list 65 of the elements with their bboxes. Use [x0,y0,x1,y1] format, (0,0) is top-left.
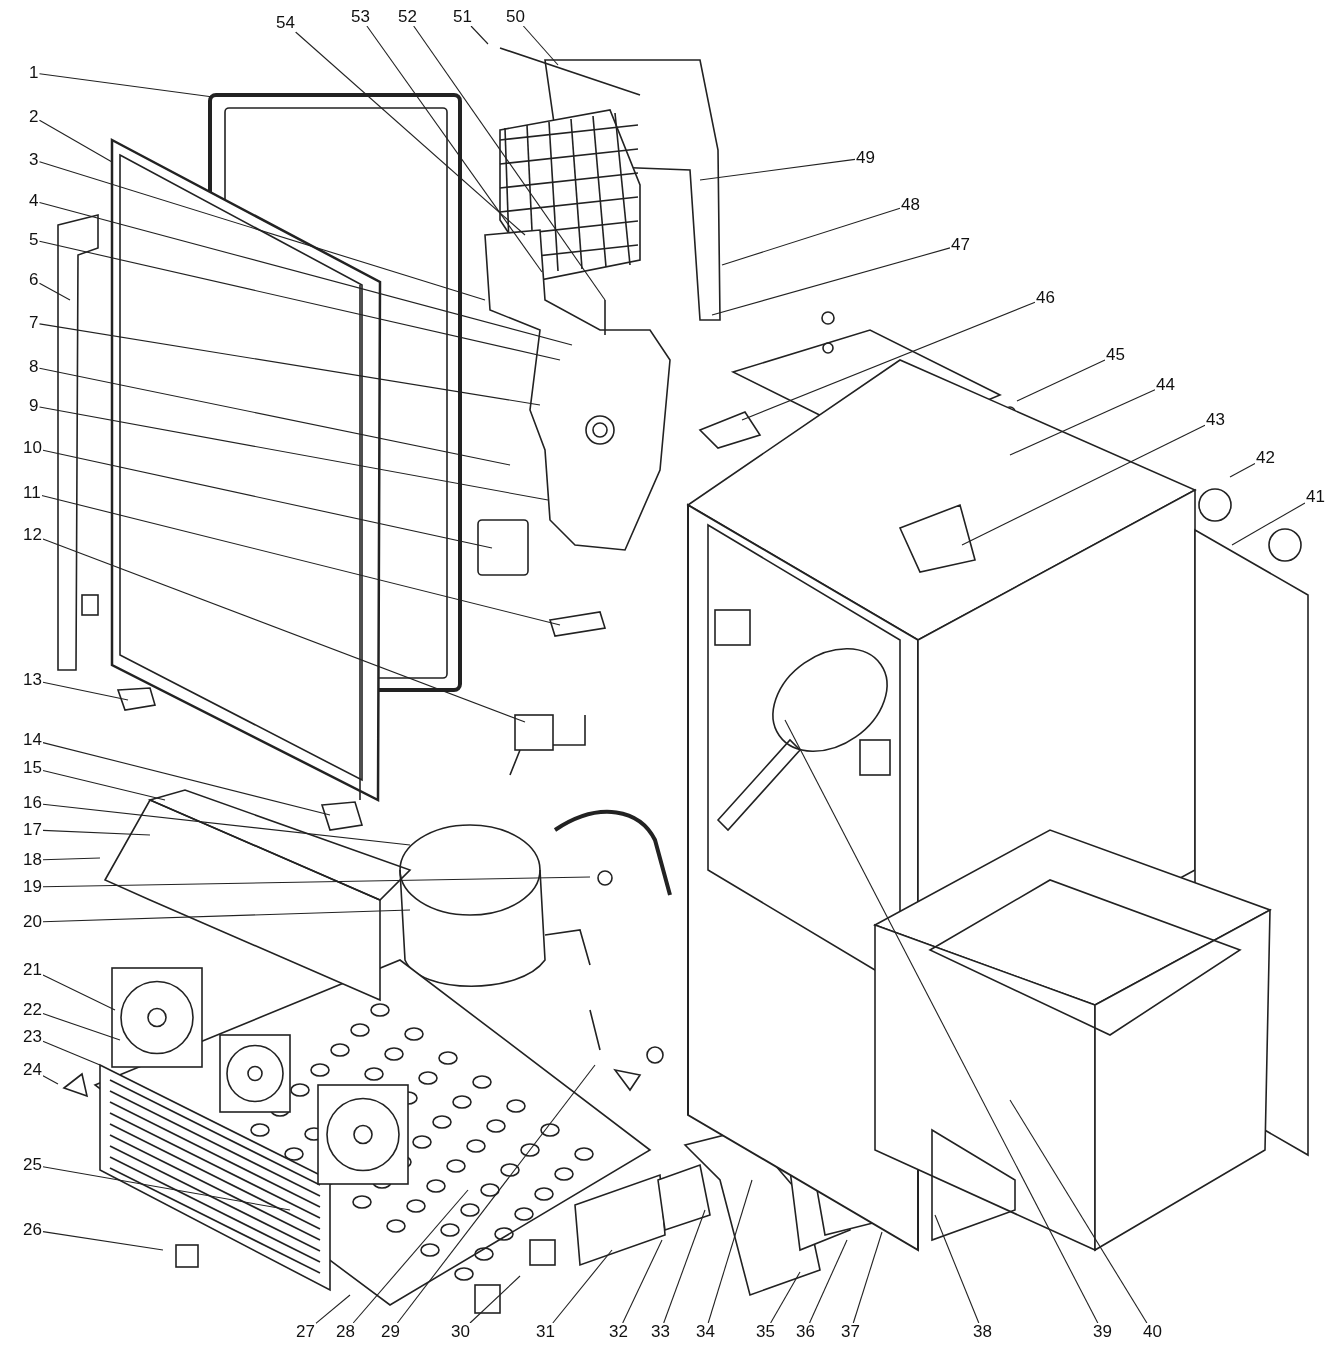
leader-line [42,974,116,1011]
leader-line [38,119,113,163]
leader-line [38,201,573,346]
leader-line [295,31,526,236]
leader-line [42,449,493,549]
leader-line [1016,359,1106,402]
callout-number: 43 [1205,411,1226,429]
leader-line [413,25,606,301]
leader-line [42,909,411,923]
leader-line [42,876,591,888]
callout-number: 53 [350,8,371,26]
leader-line [741,301,1036,421]
leader-line [663,1209,706,1324]
leader-line [42,1166,291,1211]
callout-number: 41 [1305,488,1326,506]
leader-line [808,1239,848,1324]
leader-line [961,424,1206,546]
leader-line [38,282,71,301]
leader-line [396,1064,596,1324]
leader-line [770,1271,801,1324]
leader-line [42,1040,101,1066]
leader-line [1009,389,1156,456]
leader-line [366,25,543,273]
leader-line [38,323,541,406]
callout-number: 52 [397,8,418,26]
callout-number: 51 [452,8,473,26]
leader-line [38,367,511,466]
callout-number: 24 [22,1061,43,1079]
leader-line [42,1013,121,1041]
leader-line [699,158,856,181]
leader-line [352,1189,469,1324]
leader-line [1229,463,1256,478]
leader-line [42,681,129,701]
leader-line [42,829,151,836]
leader-line [38,240,561,361]
callout-number: 44 [1155,376,1176,394]
leader-line [784,719,1099,1324]
leader-line [42,857,101,861]
leader-line [42,1075,59,1085]
leader-line [38,161,486,301]
callout-number: 54 [275,14,296,32]
leader-line [42,1231,164,1251]
leader-line [934,1214,980,1324]
leader-line [42,538,526,723]
leader-line [38,406,549,501]
leader-line [522,25,559,66]
leader-line [552,1249,613,1324]
callout-number: 50 [505,8,526,26]
leader-line [1231,502,1306,546]
leader-line [1009,1099,1148,1324]
leader-line [470,25,489,45]
leader-line [315,1294,351,1324]
leader-line [42,803,411,846]
callout-number: 42 [1255,449,1276,467]
leader-line [622,1239,663,1324]
leader-line [721,207,901,266]
leader-line [38,73,214,98]
leader-line [42,769,166,801]
leader-line [41,494,561,626]
leader-line [42,742,331,816]
callout-number: 45 [1105,346,1126,364]
leader-line [711,247,951,316]
leader-line [852,1231,883,1324]
callout-number: 21 [22,961,43,979]
leader-line [707,1179,753,1324]
